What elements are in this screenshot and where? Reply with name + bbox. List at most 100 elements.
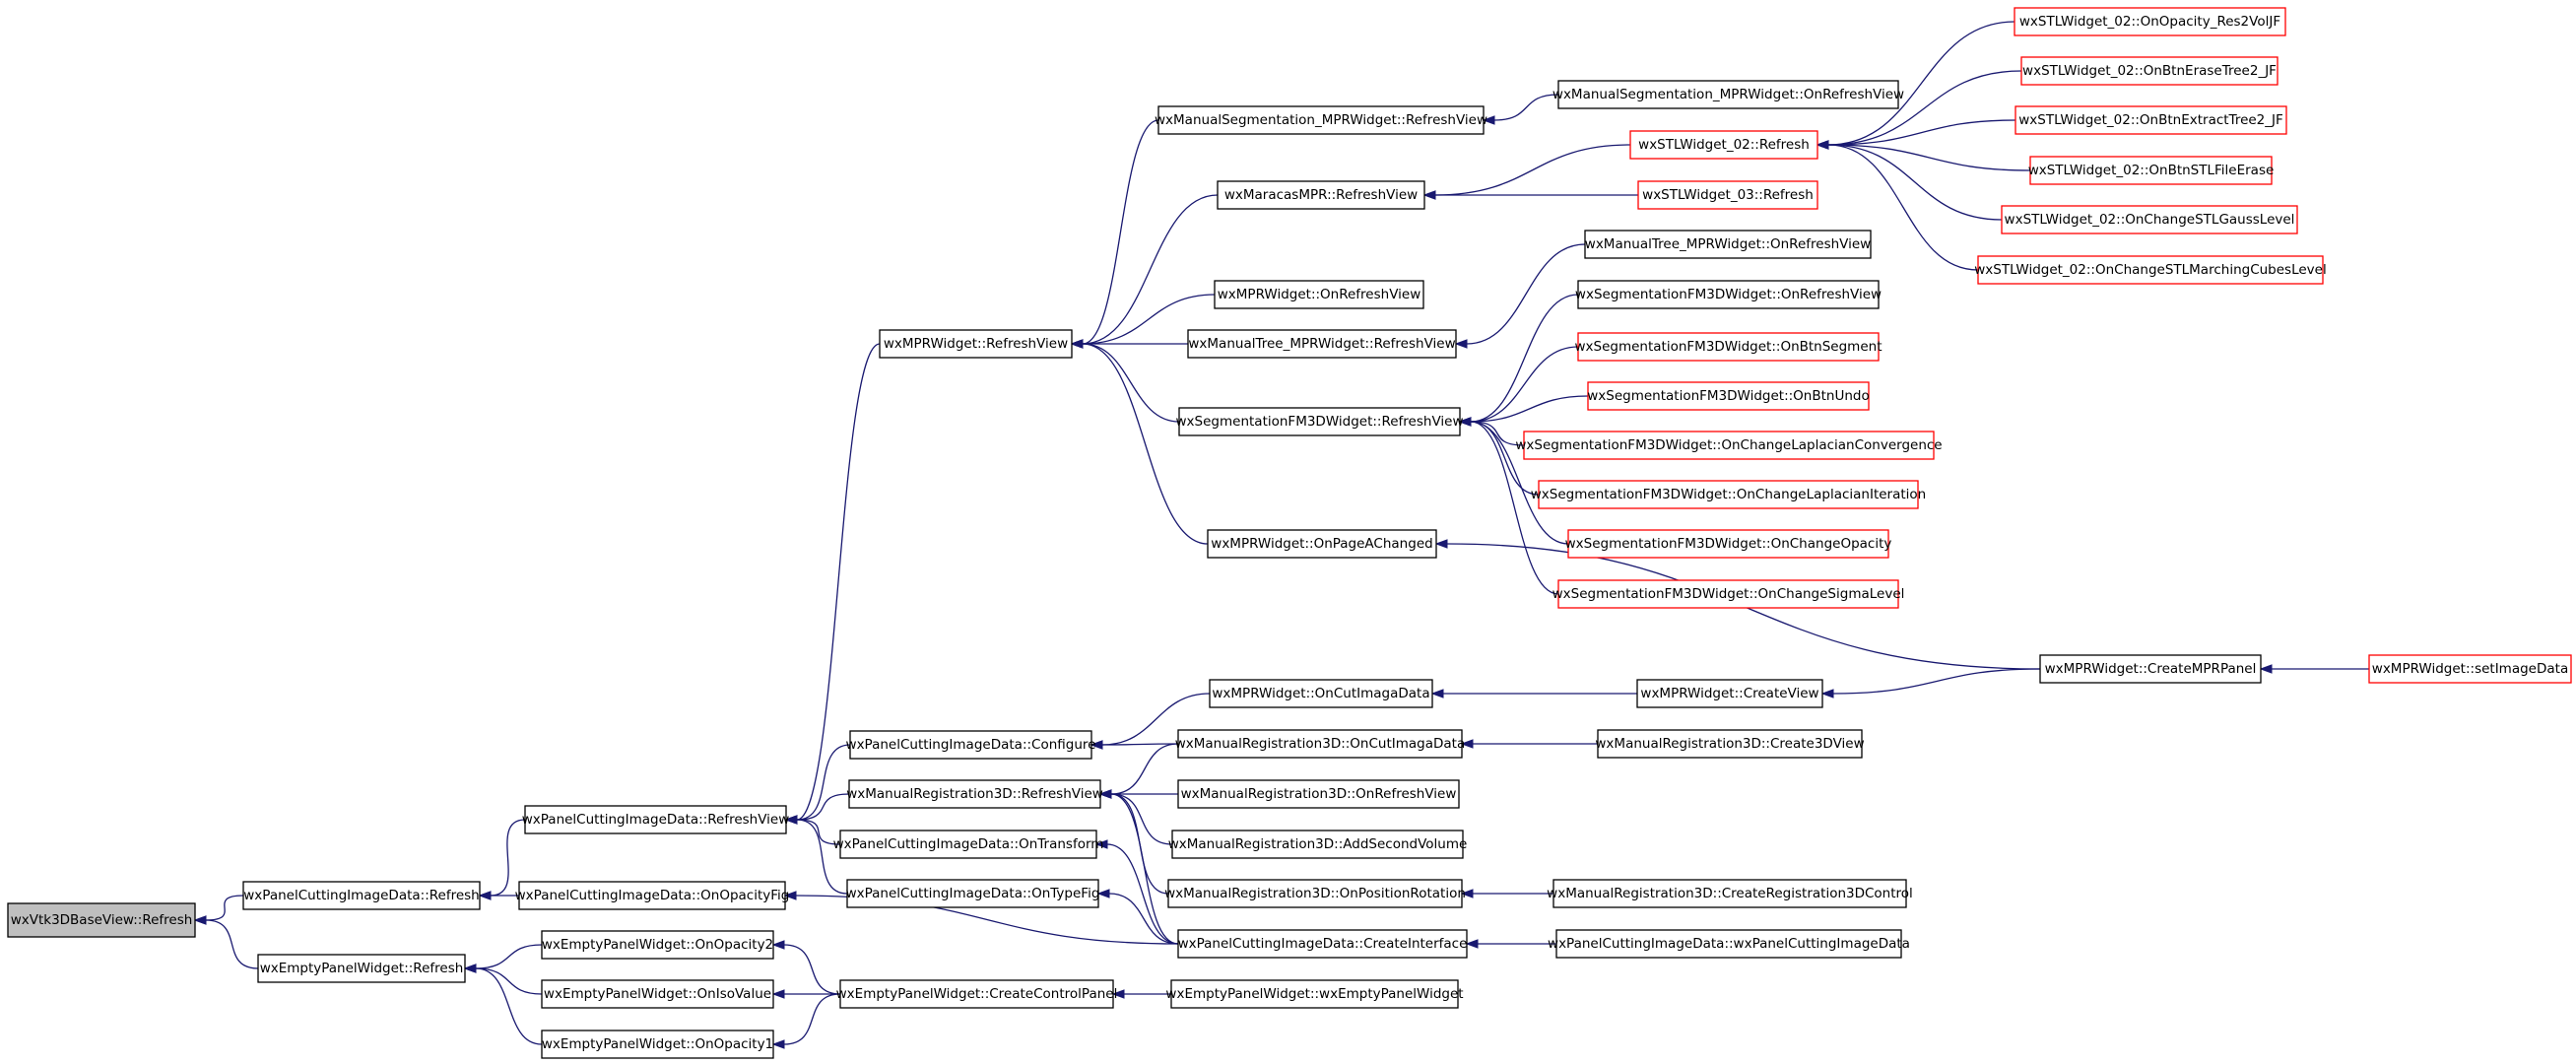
node-box (541, 930, 774, 960)
node-box (518, 881, 786, 910)
edge-51 (1827, 144, 2031, 171)
node-mprw-refreshview[interactable]: wxMPRWidget::RefreshView (879, 329, 1073, 359)
node-box (839, 830, 1097, 859)
node-box (2001, 205, 2298, 234)
node-segfm-onchangeopacity[interactable]: wxSegmentationFM3DWidget::OnChangeOpacit… (1565, 529, 1892, 559)
node-label: wxPanelCuttingImageData::RefreshView (522, 812, 790, 828)
node-stl02-onbtnstlfileerase[interactable]: wxSTLWidget_02::OnBtnSTLFileErase (2028, 156, 2275, 185)
node-label: wxManualRegistration3D::RefreshView (846, 786, 1103, 802)
node-mr3d-onrefreshview[interactable]: wxManualRegistration3D::OnRefreshView (1177, 779, 1460, 809)
edge-8 (796, 744, 851, 821)
arrowhead (1430, 689, 1444, 698)
node-stl02-onchangestlgausslevel[interactable]: wxSTLWidget_02::OnChangeSTLGaussLevel (2001, 205, 2298, 234)
node-box (1217, 180, 1425, 210)
node-label: wxSegmentationFM3DWidget::OnBtnSegment (1575, 339, 1882, 355)
node-stl02-refresh[interactable]: wxSTLWidget_02::Refresh (1629, 130, 1818, 160)
node-mprw-setimagedata[interactable]: wxMPRWidget::setImageData (2368, 654, 2572, 684)
node-segfm-onbtnsegment[interactable]: wxSegmentationFM3DWidget::OnBtnSegment (1575, 332, 1882, 362)
edge-9 (796, 793, 850, 821)
arrowhead (1094, 839, 1108, 849)
node-mprw-onrefreshview[interactable]: wxMPRWidget::OnRefreshView (1214, 280, 1424, 309)
arrowhead (193, 915, 207, 925)
node-root[interactable]: wxVtk3DBaseView::Refresh (7, 902, 196, 938)
node-epw-ctor[interactable]: wxEmptyPanelWidget::wxEmptyPanelWidget (1165, 979, 1464, 1009)
node-pcid-createinterface[interactable]: wxPanelCuttingImageData::CreateInterface (1177, 929, 1468, 959)
node-box (541, 979, 774, 1009)
node-label: wxSegmentationFM3DWidget::OnBtnUndo (1587, 388, 1870, 404)
arrowhead (1434, 539, 1448, 549)
node-segfm-onchangelaplacianiteration[interactable]: wxSegmentationFM3DWidget::OnChangeLaplac… (1531, 480, 1926, 509)
node-mseg-refreshview[interactable]: wxManualSegmentation_MPRWidget::RefreshV… (1155, 105, 1487, 135)
node-mr3d-oncutimagadata[interactable]: wxManualRegistration3D::OnCutImagaData (1175, 729, 1466, 759)
edge-32 (1493, 94, 1559, 121)
node-segfm-refreshview[interactable]: wxSegmentationFM3DWidget::RefreshView (1176, 407, 1464, 436)
node-stl02-onchangestlmarchingcubeslevel[interactable]: wxSTLWidget_02::OnChangeSTLMarchingCubes… (1974, 255, 2327, 285)
node-epw-refresh[interactable]: wxEmptyPanelWidget::Refresh (257, 954, 466, 983)
node-mr3d-onpositionrotation[interactable]: wxManualRegistration3D::OnPositionRotati… (1164, 879, 1466, 908)
node-mprw-creatempr[interactable]: wxMPRWidget::CreateMPRPanel (2039, 654, 2262, 684)
edge-41 (1470, 421, 1569, 545)
node-segfm-onrefreshview[interactable]: wxSegmentationFM3DWidget::OnRefreshView (1575, 280, 1882, 309)
node-mr3d-refreshview[interactable]: wxManualRegistration3D::RefreshView (846, 779, 1103, 809)
node-mr3d-createregistration3dcontrol[interactable]: wxManualRegistration3D::CreateRegistrati… (1547, 879, 1913, 908)
node-box (1577, 280, 1880, 309)
edge-13 (783, 944, 841, 995)
node-stl02-onopacity-res2voljf[interactable]: wxSTLWidget_02::OnOpacity_Res2VolJF (2014, 7, 2286, 36)
edge-17 (1082, 194, 1219, 345)
edge-4 (475, 944, 543, 969)
node-pcid-refreshview[interactable]: wxPanelCuttingImageData::RefreshView (522, 805, 790, 834)
node-pcid-refresh[interactable]: wxPanelCuttingImageData::Refresh (242, 881, 481, 910)
node-box (1167, 879, 1463, 908)
node-box (1187, 329, 1457, 359)
node-mtree-refreshview[interactable]: wxManualTree_MPRWidget::RefreshView (1187, 329, 1457, 359)
node-label: wxPanelCuttingImageData::CreateInterface (1178, 936, 1468, 952)
node-box (1577, 332, 1880, 362)
node-pcid-configure[interactable]: wxPanelCuttingImageData::Configure (846, 730, 1096, 760)
node-box (1177, 729, 1463, 759)
node-label: wxSTLWidget_02::OnChangeSTLGaussLevel (2005, 212, 2295, 228)
node-mtree-onrefreshview[interactable]: wxManualTree_MPRWidget::OnRefreshView (1584, 230, 1872, 259)
node-segfm-onchangesigmalevel[interactable]: wxSegmentationFM3DWidget::OnChangeSigmaL… (1552, 579, 1905, 609)
node-stl02-onbtnextracttree2[interactable]: wxSTLWidget_02::OnBtnExtractTree2_JF (2015, 105, 2287, 135)
edge-16 (1082, 119, 1159, 345)
node-pcid-ontransform[interactable]: wxPanelCuttingImageData::OnTransform (833, 830, 1104, 859)
node-epw-onisovalue[interactable]: wxEmptyPanelWidget::OnIsoValue (541, 979, 774, 1009)
node-segfm-onchangelaplacianconvergence[interactable]: wxSegmentationFM3DWidget::OnChangeLaplac… (1515, 431, 1943, 460)
node-label: wxEmptyPanelWidget::wxEmptyPanelWidget (1165, 986, 1463, 1002)
node-epw-onopacity1[interactable]: wxEmptyPanelWidget::OnOpacity1 (541, 1030, 774, 1059)
node-label: wxMPRWidget::OnRefreshView (1218, 287, 1421, 302)
node-segfm-onbtnundo[interactable]: wxSegmentationFM3DWidget::OnBtnUndo (1587, 381, 1870, 411)
arrowhead (1096, 889, 1110, 898)
edge-7 (796, 343, 881, 821)
node-stl02-onbteraseTree2[interactable]: wxSTLWidget_02::OnBtnEraseTree2_JF (2020, 56, 2279, 86)
node-mprw-onpageachanged[interactable]: wxMPRWidget::OnPageAChanged (1207, 529, 1437, 559)
node-epw-createcontrolpanel[interactable]: wxEmptyPanelWidget::CreateControlPanel (836, 979, 1118, 1009)
node-mmpr-refreshview[interactable]: wxMaracasMPR::RefreshView (1217, 180, 1425, 210)
node-mprw-createview[interactable]: wxMPRWidget::CreateView (1636, 679, 1823, 708)
node-pcid-ontypefig[interactable]: wxPanelCuttingImageData::OnTypeFig (846, 879, 1100, 908)
node-mr3d-create3dview[interactable]: wxManualRegistration3D::Create3DView (1595, 729, 1865, 759)
node-label: wxMPRWidget::RefreshView (884, 336, 1068, 352)
node-box (7, 902, 196, 938)
node-mseg-onrefreshview[interactable]: wxManualSegmentation_MPRWidget::OnRefres… (1552, 80, 1904, 109)
node-box (1178, 407, 1461, 436)
node-box (849, 730, 1092, 760)
node-stl03-refresh[interactable]: wxSTLWidget_03::Refresh (1637, 180, 1818, 210)
node-box (1584, 230, 1872, 259)
node-label: wxManualRegistration3D::OnPositionRotati… (1164, 886, 1466, 901)
node-label: wxSTLWidget_02::OnBtnExtractTree2_JF (2018, 112, 2283, 128)
node-epw-onopacity2[interactable]: wxEmptyPanelWidget::OnOpacity2 (541, 930, 774, 960)
node-label: wxManualTree_MPRWidget::RefreshView (1188, 336, 1455, 352)
node-pcid-onopacityfig[interactable]: wxPanelCuttingImageData::OnOpacityFig (515, 881, 790, 910)
node-mr3d-addsecondvolume[interactable]: wxManualRegistration3D::AddSecondVolume (1168, 830, 1468, 859)
node-label: wxEmptyPanelWidget::OnOpacity1 (542, 1036, 773, 1052)
edge-35 (1466, 243, 1586, 345)
node-mprw-oncutimagadata[interactable]: wxMPRWidget::OnCutImagaData (1209, 679, 1433, 708)
node-pcid-ctor[interactable]: wxPanelCuttingImageData::wxPanelCuttingI… (1548, 929, 1910, 959)
node-box (257, 954, 466, 983)
edge-48 (1827, 21, 2015, 146)
node-box (1636, 679, 1823, 708)
node-label: wxManualRegistration3D::Create3DView (1595, 736, 1864, 752)
node-box (839, 979, 1114, 1009)
